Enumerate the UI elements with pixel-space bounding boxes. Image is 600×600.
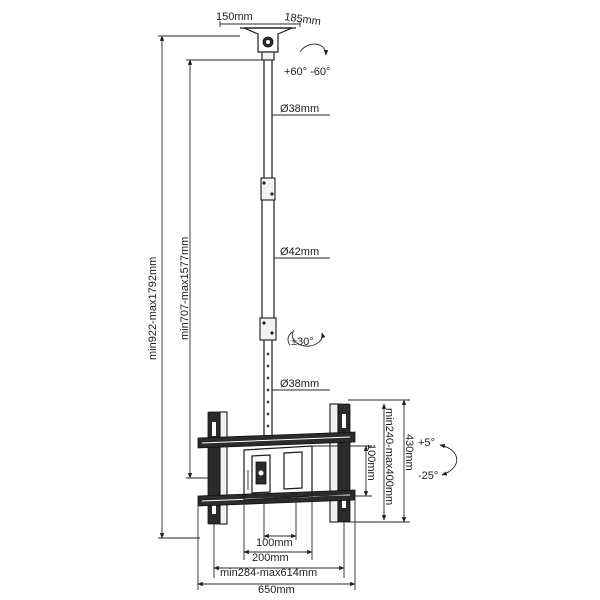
tilt-down-label: -25° bbox=[418, 470, 438, 482]
right-arm bbox=[329, 403, 351, 523]
pole-low-diameter-leader: Ø38mm bbox=[272, 378, 330, 391]
total-height-dimension: min922-max1792mm bbox=[147, 35, 240, 539]
rotation-angle-label: ±30° bbox=[291, 336, 314, 348]
svg-text:Ø42mm: Ø42mm bbox=[280, 246, 319, 258]
svg-text:min707-max1577mm: min707-max1577mm bbox=[179, 237, 191, 340]
upper-rail bbox=[197, 431, 356, 449]
svg-text:100mm: 100mm bbox=[365, 444, 377, 481]
bracket-height-dimension: 430mm bbox=[348, 399, 415, 523]
svg-text:Ø38mm: Ø38mm bbox=[280, 378, 319, 390]
svg-text:150mm: 150mm bbox=[216, 11, 253, 23]
plate-width-label-left: 150mm bbox=[216, 11, 253, 23]
rotation-icon bbox=[287, 329, 326, 347]
svg-text:Ø38mm: Ø38mm bbox=[280, 103, 319, 115]
tilt-up-label: +5° bbox=[418, 437, 435, 449]
center-adapter-plate bbox=[243, 445, 313, 501]
left-arm bbox=[207, 411, 228, 525]
plate-width-dimension: 100mm bbox=[256, 498, 297, 549]
svg-text:100mm: 100mm bbox=[256, 537, 293, 549]
svg-text:200mm: 200mm bbox=[252, 552, 289, 564]
svg-text:185mm: 185mm bbox=[284, 11, 322, 28]
vesa-bracket bbox=[197, 403, 356, 525]
pole-top-diameter-leader: Ø38mm bbox=[272, 103, 330, 116]
plate-width-label-right: 185mm bbox=[284, 11, 322, 28]
bracket-range-dimension: min240-max400mm bbox=[381, 403, 395, 521]
svg-text:430mm: 430mm bbox=[403, 434, 415, 471]
arm-range-dimension: min284-max614mm bbox=[213, 522, 345, 579]
total-width-dimension: 650mm bbox=[197, 500, 356, 596]
tilt-arrow-icon bbox=[439, 443, 458, 476]
plate-height-dimension: 100mm bbox=[312, 444, 377, 497]
pole-mid-diameter-leader: Ø42mm bbox=[274, 246, 330, 259]
swivel-angle-label: +60° -60° bbox=[284, 66, 330, 78]
pole bbox=[259, 60, 277, 438]
svg-text:min922-max1792mm: min922-max1792mm bbox=[147, 257, 159, 360]
svg-text:650mm: 650mm bbox=[258, 584, 295, 596]
svg-text:min240-max400mm: min240-max400mm bbox=[383, 408, 395, 505]
ceiling-plate bbox=[219, 21, 301, 61]
svg-text:min284-max614mm: min284-max614mm bbox=[220, 567, 317, 579]
inner-width-dimension: 200mm bbox=[243, 496, 313, 564]
swivel-arrow-icon bbox=[299, 43, 329, 56]
